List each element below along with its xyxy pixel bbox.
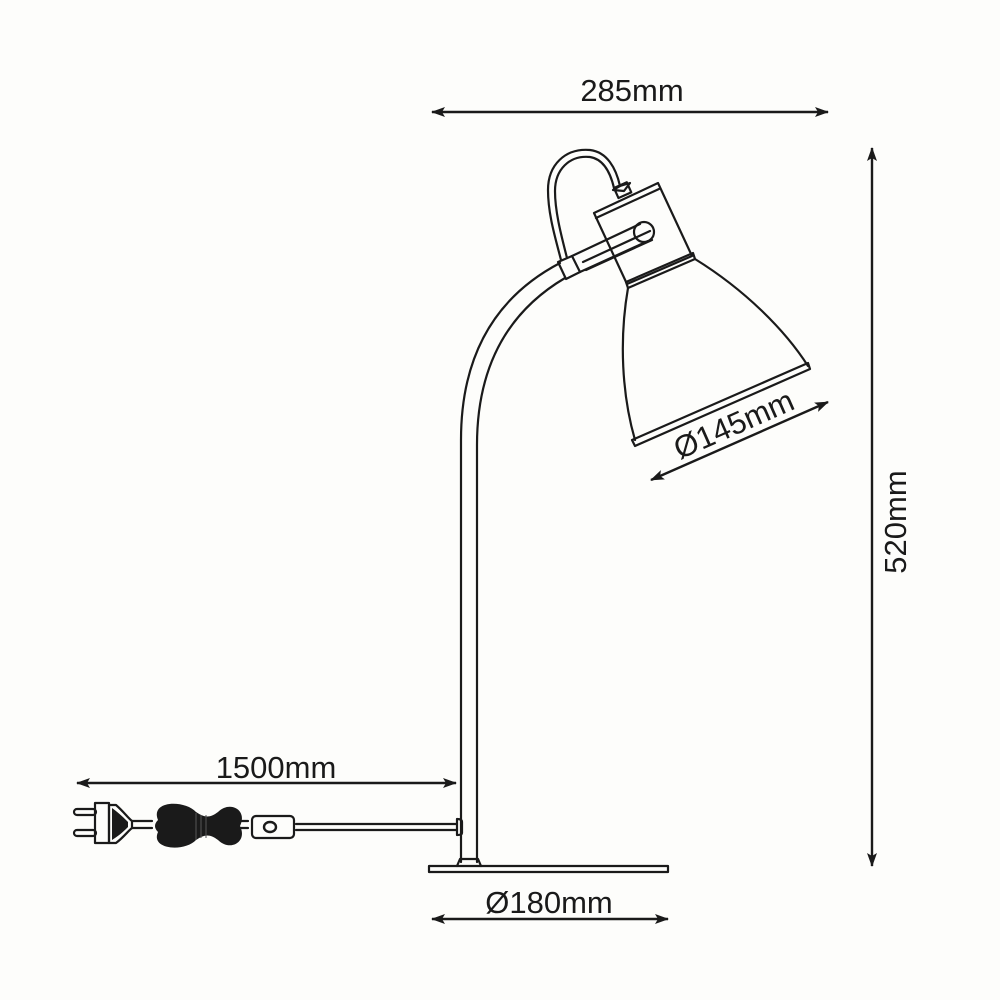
width-label: 285mm (580, 73, 683, 108)
cable-length-dimension: 1500mm (76, 750, 457, 788)
shade-diameter-dimension: Ø145mm (650, 383, 829, 482)
inline-switch-icon (250, 814, 296, 840)
cable-length-label: 1500mm (216, 750, 337, 785)
height-dimension: 520mm (867, 147, 913, 867)
knob-icon (632, 220, 656, 244)
height-label: 520mm (878, 470, 913, 573)
width-dimension: 285mm (431, 73, 829, 117)
power-cable (130, 817, 464, 837)
base-diameter-dimension: Ø180mm (431, 885, 669, 924)
coiled-cable-icon (155, 803, 242, 848)
lamp-stem (459, 261, 567, 864)
shade-diameter-arrow (650, 400, 829, 482)
lamp-head-block (581, 181, 694, 286)
lamp-base (427, 857, 670, 874)
lamp-shade (621, 251, 812, 448)
cable-loop (546, 148, 633, 262)
base-plate (427, 864, 670, 874)
base-diameter-label: Ø180mm (485, 885, 612, 920)
euro-plug-icon (72, 801, 134, 845)
